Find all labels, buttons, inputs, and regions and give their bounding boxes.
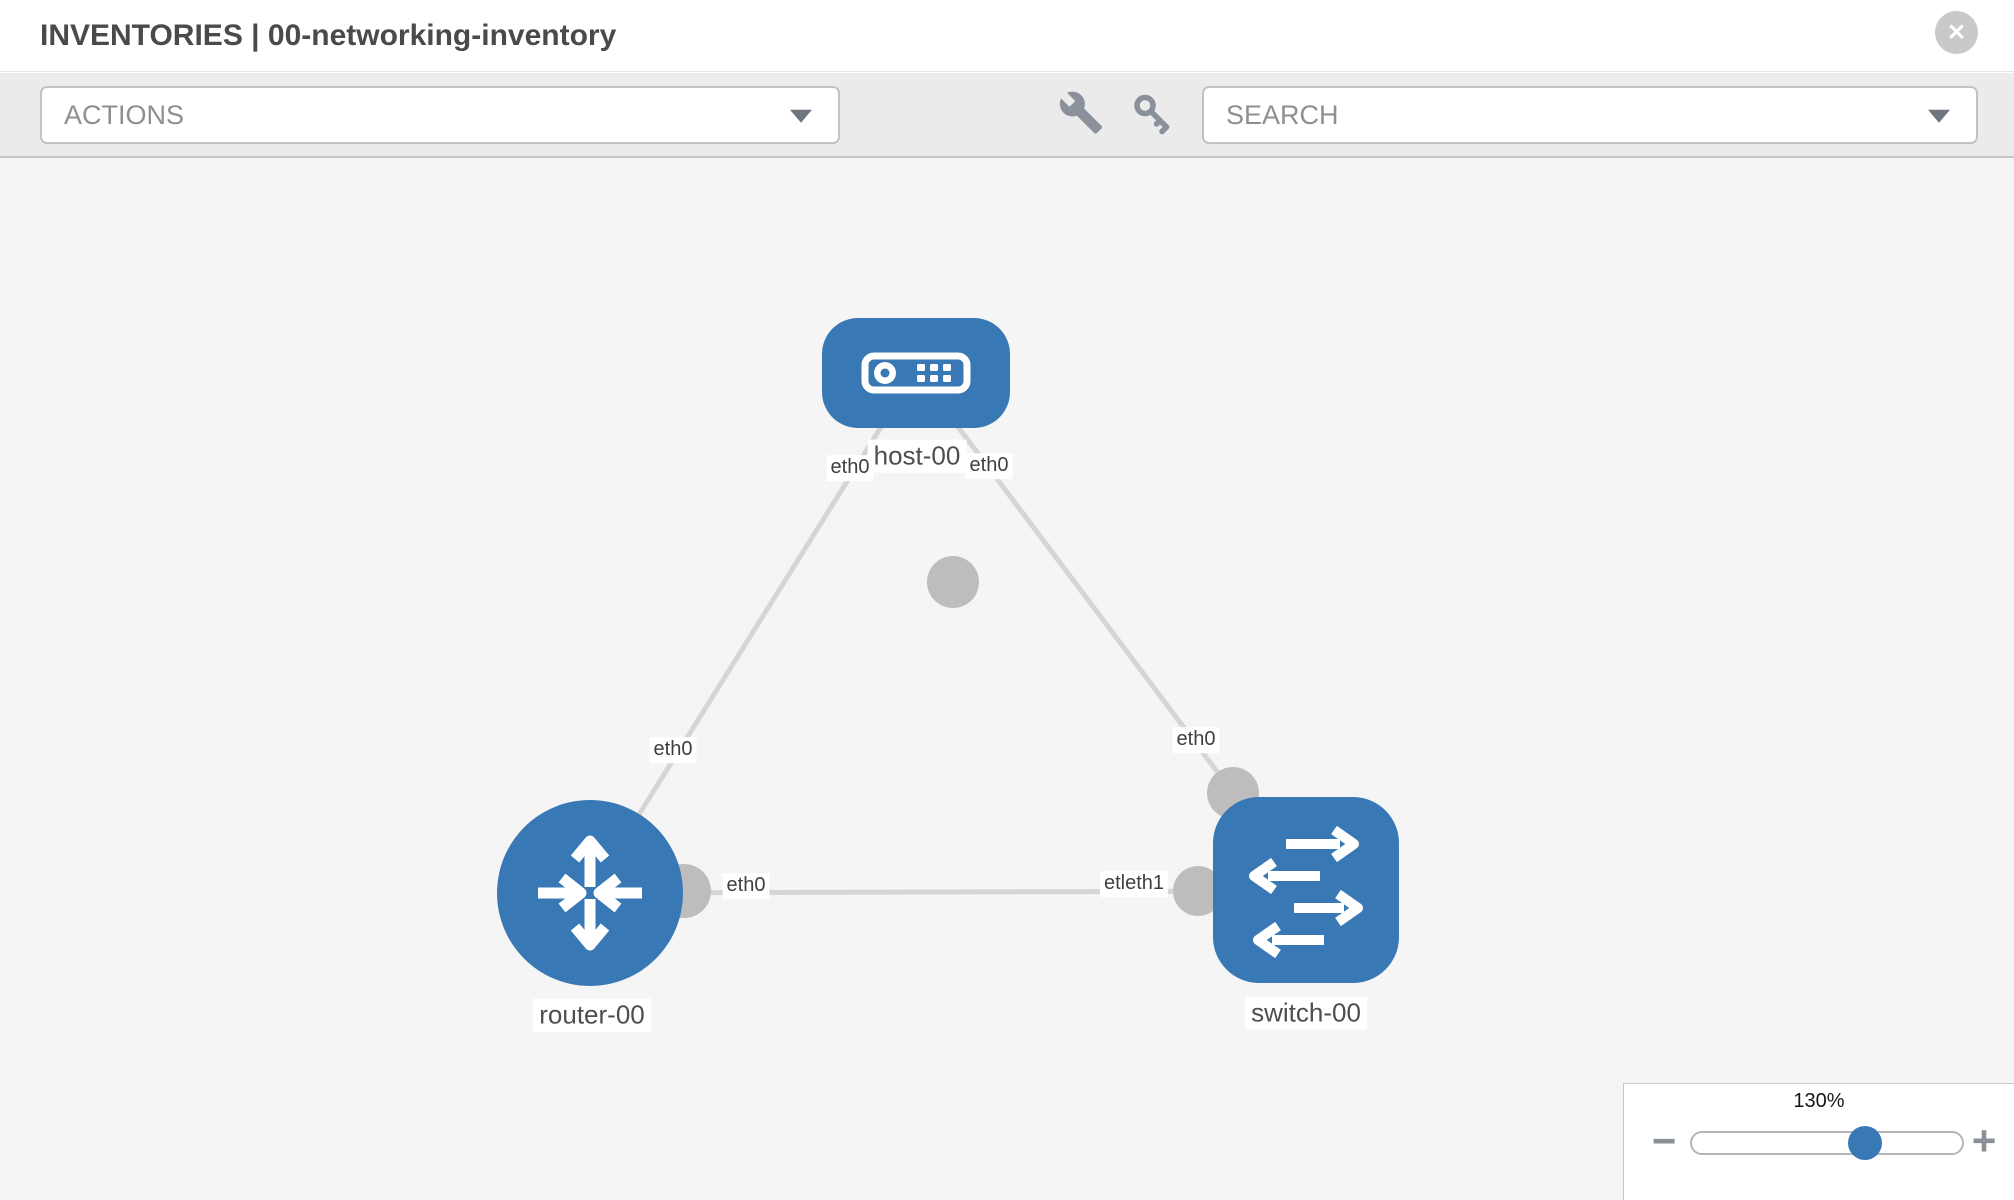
node-label-switch: switch-00 [1245, 996, 1367, 1030]
actions-dropdown-label: ACTIONS [64, 99, 185, 130]
header: INVENTORIES | 00-networking-inventory ✕ [0, 0, 2014, 72]
plus-icon: + [1971, 1117, 1997, 1164]
close-button[interactable]: ✕ [1935, 11, 1978, 54]
interface-dot-switch-eth1 [1173, 866, 1223, 916]
interface-label-router-eth0: eth0 [722, 873, 770, 899]
key-icon [1134, 94, 1170, 134]
topology-canvas[interactable]: host-00 router-00 switch-00 eth0 eth0 et… [0, 158, 2014, 1200]
actions-dropdown[interactable]: ACTIONS [40, 86, 840, 144]
host-icon [861, 352, 971, 394]
zoom-slider[interactable] [1690, 1126, 1964, 1160]
zoom-out-button[interactable]: − [1642, 1119, 1686, 1163]
interface-label-host-eth0-right: eth0 [965, 453, 1013, 479]
search-dropdown-label: SEARCH [1226, 99, 1339, 130]
node-router-00[interactable] [497, 800, 683, 986]
key-button[interactable] [1128, 88, 1176, 141]
minus-icon: − [1651, 1117, 1677, 1164]
node-switch-00[interactable] [1213, 797, 1399, 983]
zoom-in-button[interactable]: + [1962, 1119, 2006, 1163]
wrench-button[interactable] [1058, 89, 1104, 140]
interface-label-switch-eth1: etleth1 [1099, 871, 1169, 897]
toolbar: ACTIONS SEARCH [0, 73, 2014, 158]
zoom-panel: 130% − + [1623, 1083, 2014, 1200]
node-host-00[interactable] [822, 318, 1010, 428]
chevron-down-icon [1928, 109, 1950, 123]
zoom-level: 130% [1793, 1090, 1845, 1112]
interface-dot-host-eth0 [927, 556, 979, 608]
node-label-router: router-00 [533, 998, 651, 1032]
page-title: INVENTORIES | 00-networking-inventory [40, 18, 617, 52]
node-label-host: host-00 [867, 439, 967, 473]
chevron-down-icon [790, 109, 812, 123]
close-icon: ✕ [1946, 19, 1967, 45]
router-icon [538, 835, 642, 951]
topology-links-layer [587, 369, 1308, 918]
zoom-slider-knob[interactable] [1848, 1126, 1882, 1160]
interface-label-host-eth0-left: eth0 [826, 455, 874, 481]
wrench-icon [1059, 91, 1103, 134]
interface-label-router-eth0-up: eth0 [649, 737, 697, 763]
search-dropdown[interactable]: SEARCH [1202, 86, 1978, 144]
interface-label-switch-eth0-up: eth0 [1172, 727, 1220, 753]
switch-icon [1249, 825, 1363, 959]
